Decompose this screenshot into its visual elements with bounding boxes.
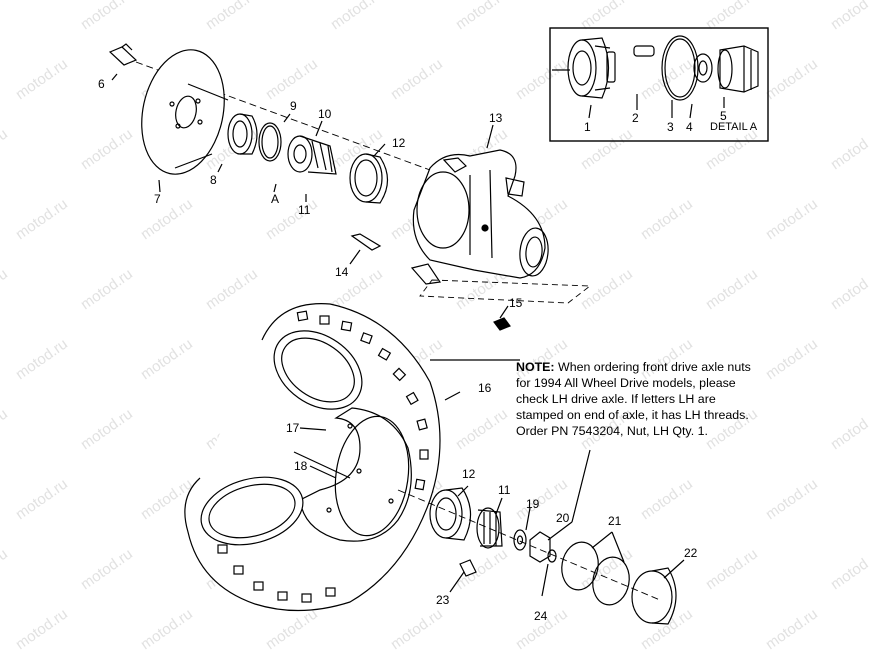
watermark-text: motod.ru [703,545,761,593]
callout-16: 16 [478,381,492,395]
watermark-text: motod.ru [13,605,71,652]
detail-callout-1: 1 [584,120,591,134]
watermark-text: motod.ru [78,125,136,173]
callout-labels: 6 7 8 9 10 A 11 12 13 14 15 16 17 18 12 … [98,77,727,623]
callout-14: 14 [335,265,349,279]
callout-21: 21 [608,514,622,528]
callout-11b: 11 [498,483,511,497]
watermark-text: motod.ru [703,265,761,313]
watermark-text: motod.ru [13,475,71,523]
watermark-text: motod.ru [828,545,869,593]
detail-a-title: DETAIL A [710,121,758,133]
callout-15: 15 [509,296,523,310]
callout-22: 22 [684,546,698,560]
callout-17: 17 [286,421,300,435]
watermark-text: motod.ru [0,545,11,593]
callout-6: 6 [98,77,105,91]
watermark-text: motod.ru [13,55,71,103]
watermark-text: motod.ru [763,605,821,652]
note-line-2: for 1994 All Wheel Drive models, please [516,376,736,390]
watermark-text: motod.ru [78,545,136,593]
watermark-text: motod.ru [138,195,196,243]
watermark-text: motod.ru [13,335,71,383]
watermark-text: motod.ru [453,545,511,593]
callout-12b: 12 [462,467,476,481]
watermark-text: motod.ru [0,125,11,173]
watermark-text: motod.ru [453,405,511,453]
watermark-text: motod.ru [638,475,696,523]
callout-10: 10 [318,107,332,121]
watermark-text: motod.ru [138,335,196,383]
note-line-4: stamped on end of axle, it has LH thread… [516,408,749,422]
callout-19: 19 [526,497,540,511]
watermark-text: motod.ru [513,55,571,103]
callout-11: 11 [298,203,311,217]
callout-12: 12 [392,136,406,150]
watermark-text: motod.ru [13,195,71,243]
watermark-text: motod.ru [763,475,821,523]
watermark-text: motod.ru [0,405,11,453]
watermark-text: motod.ru [828,0,869,33]
note-block: NOTE: When ordering front drive axle nut… [516,359,796,439]
watermark-text: motod.ru [263,55,321,103]
callout-8: 8 [210,173,217,187]
watermark-text: motod.ru [203,265,261,313]
watermark-text: motod.ru [328,0,386,33]
note-line-1: When ordering front drive axle nuts [558,360,751,374]
callout-23: 23 [436,593,450,607]
watermark-text: motod.ru [828,265,869,313]
watermark-text: motod.ru [828,125,869,173]
tire-wheel-assembly [184,303,520,612]
watermark-text: motod.ru [138,605,196,652]
watermark-text: motod.ru [828,405,869,453]
watermark-text: motod.ru [203,0,261,33]
callout-A: A [271,192,279,206]
watermark-text: motod.ru [0,265,11,313]
watermark-text: motod.ru [78,265,136,313]
note-line-5: Order PN 7543204, Nut, LH Qty. 1. [516,424,708,438]
lower-axle-parts [397,449,685,625]
detail-callout-4: 4 [686,120,693,134]
watermark-text: motod.ru [78,0,136,33]
callout-18: 18 [294,459,308,473]
detail-callout-3: 3 [667,120,674,134]
detail-callout-2: 2 [632,111,639,125]
detail-callout-5: 5 [720,109,727,123]
callout-20: 20 [556,511,570,525]
callout-24: 24 [534,609,548,623]
callout-7: 7 [154,192,161,206]
note-line-3: check LH drive axle. If letters LH are [516,392,716,406]
watermark-text: motod.ru [0,0,11,33]
callout-9: 9 [290,99,297,113]
watermark-text: motod.ru [453,0,511,33]
watermark-text: motod.ru [263,605,321,652]
note-heading: NOTE: [516,360,555,374]
watermark-text: motod.ru [763,55,821,103]
callout-13: 13 [489,111,503,125]
watermark-text: motod.ru [763,195,821,243]
upper-hub-assembly [108,43,592,331]
watermark-text: motod.ru [78,405,136,453]
watermark-text: motod.ru [388,605,446,652]
watermark-text: motod.ru [638,195,696,243]
watermark-text: motod.ru [388,55,446,103]
detail-a-inset [549,27,769,142]
